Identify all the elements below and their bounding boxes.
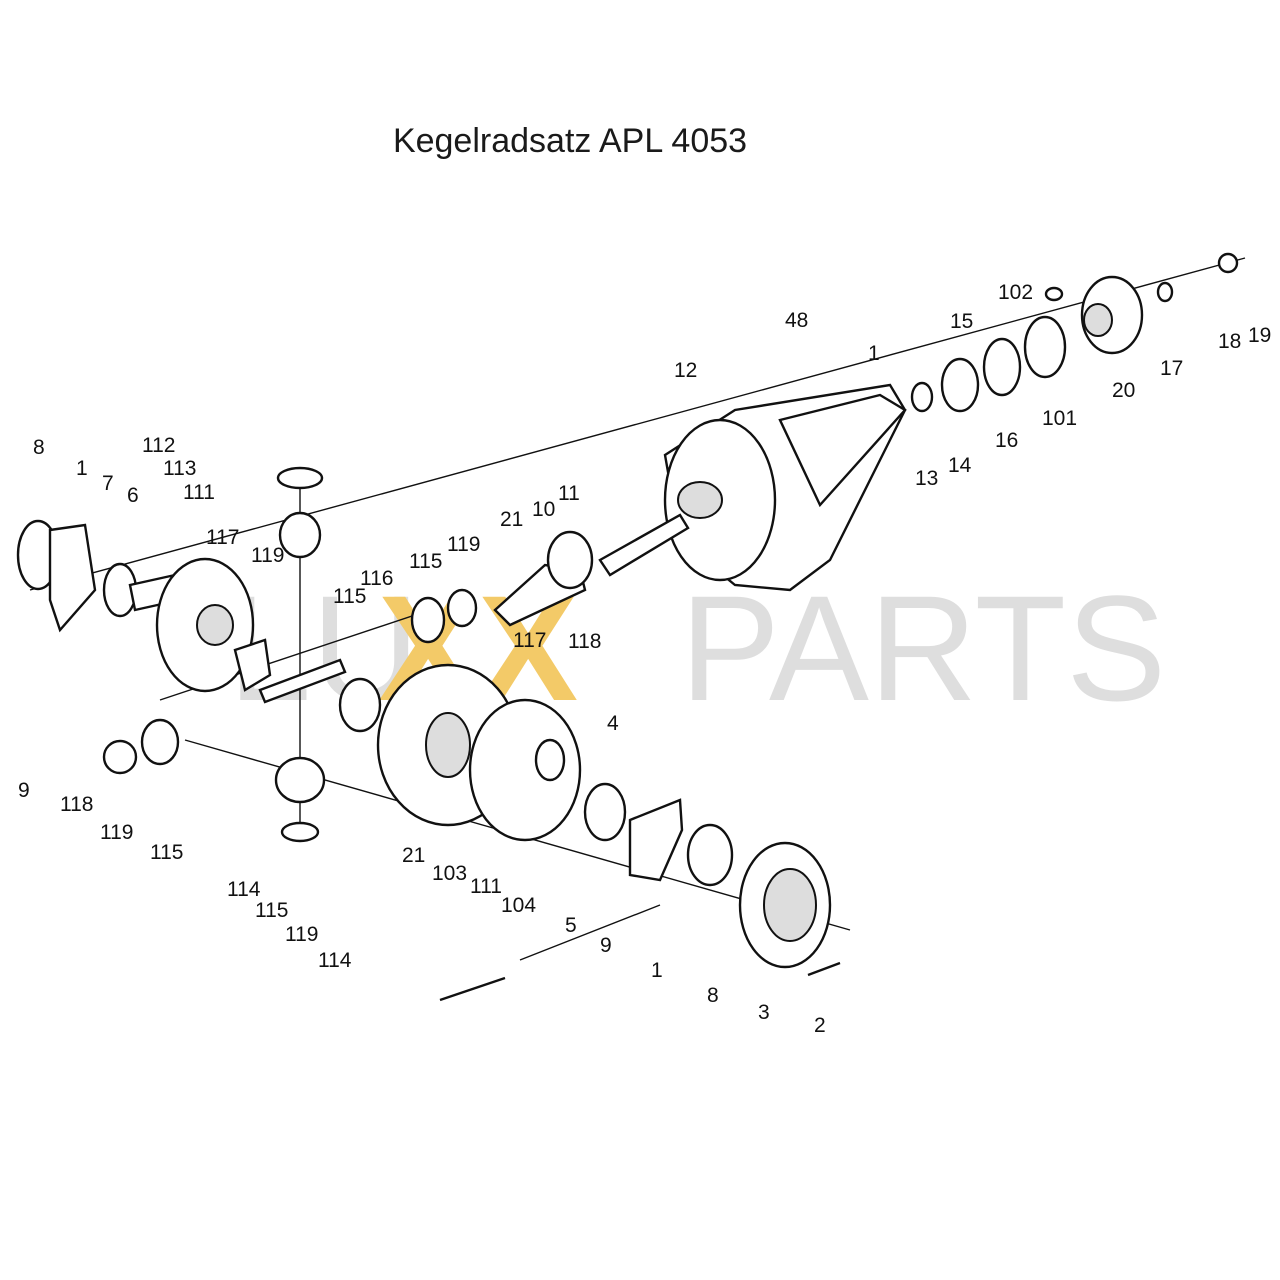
part-label: 8 <box>707 984 719 1007</box>
part-label: 101 <box>1042 407 1077 430</box>
part-label: 5 <box>565 914 577 937</box>
part-label: 119 <box>447 533 480 556</box>
part-label: 117 <box>513 629 546 652</box>
part-label: 17 <box>1160 357 1183 380</box>
watermark-right-text: PARTS <box>680 564 1166 732</box>
ring-gear-part <box>376 663 627 842</box>
part-label: 116 <box>360 567 393 590</box>
part-label: 48 <box>785 309 808 332</box>
part-label: 114 <box>227 878 261 901</box>
part-label: 9 <box>600 934 612 957</box>
part-label: 16 <box>995 429 1018 452</box>
part-label: 114 <box>318 949 352 972</box>
part-label: 115 <box>409 550 442 573</box>
part-label: 14 <box>948 454 972 477</box>
part-label: 119 <box>100 821 133 844</box>
bearing-parts <box>910 252 1239 413</box>
part-label: 21 <box>402 844 425 867</box>
part-label: 3 <box>758 1001 770 1024</box>
part-label: 1 <box>76 457 88 480</box>
part-label: 9 <box>18 779 30 802</box>
part-label: 112 <box>142 434 175 457</box>
part-label: 11 <box>558 482 580 505</box>
diagram-title: Kegelradsatz APL 4053 <box>392 122 748 160</box>
part-label: 118 <box>60 793 93 816</box>
part-label: 117 <box>206 526 239 549</box>
pinion-shaft-part <box>493 513 690 627</box>
part-number-labels: 8 1 7 6 112 113 111 117 119 115 116 115 … <box>18 281 1271 1037</box>
gear-parts <box>102 466 478 843</box>
part-label: 115 <box>333 585 366 608</box>
left-differential-parts <box>16 519 347 704</box>
part-label: 118 <box>568 630 601 653</box>
bearing-cap-parts <box>439 798 841 1002</box>
part-label: 13 <box>915 467 938 490</box>
part-label: 19 <box>1248 324 1271 347</box>
part-label: 119 <box>251 544 284 567</box>
part-label: 12 <box>674 359 697 382</box>
part-label: 1 <box>868 342 880 365</box>
axle-housing-part <box>663 383 907 592</box>
part-label: 20 <box>1112 379 1135 402</box>
part-label: 119 <box>285 923 318 946</box>
part-label: 115 <box>150 841 183 864</box>
part-label: 8 <box>33 436 45 459</box>
part-label: 4 <box>607 712 619 735</box>
part-label: 21 <box>500 508 523 531</box>
part-label: 111 <box>183 481 215 504</box>
part-label: 6 <box>127 484 139 507</box>
watermark: LU XX PARTS <box>228 564 1166 732</box>
part-label: 102 <box>998 281 1033 304</box>
part-label: 10 <box>532 498 555 521</box>
part-label: 113 <box>163 457 196 480</box>
part-label: 7 <box>102 472 114 495</box>
part-label: 18 <box>1218 330 1241 353</box>
part-label: 103 <box>432 862 467 885</box>
part-label: 111 <box>470 875 502 898</box>
part-label: 2 <box>814 1014 826 1037</box>
part-label: 1 <box>651 959 663 982</box>
part-label: 115 <box>255 899 288 922</box>
part-label: 15 <box>950 310 973 333</box>
part-label: 104 <box>501 894 536 917</box>
